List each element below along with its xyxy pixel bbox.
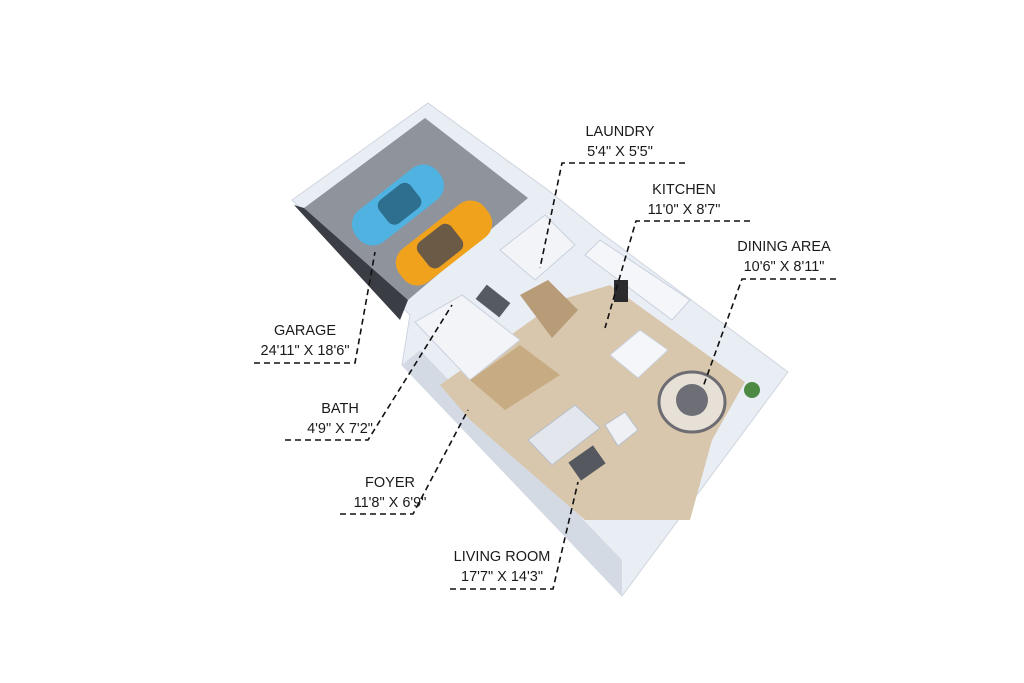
kitchen-island — [609, 329, 669, 379]
bath-leader — [285, 304, 453, 441]
house-side-wall — [402, 350, 622, 596]
room-dims: 11'0" X 8'7" — [647, 202, 721, 218]
room-name: KITCHEN — [652, 182, 716, 198]
room-dims: 17'7" X 14'3" — [461, 569, 543, 585]
armchair — [604, 411, 639, 447]
room-dims: 10'6" X 8'11" — [743, 259, 825, 275]
wood-floor — [440, 285, 745, 520]
sofa — [527, 404, 601, 466]
room-label-garage: GARAGE 24'11" X 18'6" — [261, 321, 350, 361]
living-room-leader — [450, 481, 579, 590]
room-name: FOYER — [365, 475, 415, 491]
room-label-foyer: FOYER 11'8" X 6'9" — [354, 473, 427, 513]
room-label-kitchen: KITCHEN 11'0" X 8'7" — [648, 180, 721, 220]
laundry-room — [499, 214, 576, 281]
room-name: LIVING ROOM — [453, 549, 551, 565]
room-label-bath: BATH 4'9" X 7'2" — [307, 399, 373, 439]
dining-leader — [702, 278, 836, 388]
bath-fixture — [475, 284, 511, 318]
coffee-table — [568, 445, 606, 481]
room-name: GARAGE — [273, 323, 337, 339]
stove — [614, 280, 628, 302]
room-label-living-room: LIVING ROOM 17'7" X 14'3" — [454, 547, 551, 587]
plant — [744, 382, 760, 398]
closet — [520, 280, 578, 338]
laundry-leader — [539, 162, 685, 269]
garage-door — [294, 205, 408, 320]
room-label-dining-area: DINING AREA 10'6" X 8'11" — [737, 237, 830, 277]
room-label-laundry: LAUNDRY 5'4" X 5'5" — [585, 122, 654, 162]
kitchen-leader — [604, 220, 750, 329]
room-name: BATH — [321, 401, 359, 417]
stairs — [470, 345, 560, 410]
room-dims: 24'11" X 18'6" — [260, 343, 350, 359]
bath-room — [414, 294, 521, 381]
orange-car — [395, 200, 493, 286]
room-name: DINING AREA — [737, 239, 831, 255]
room-name: LAUNDRY — [585, 124, 655, 140]
blue-car — [351, 164, 445, 246]
room-dims: 4'9" X 7'2" — [307, 421, 373, 437]
room-dims: 11'8" X 6'9" — [353, 495, 427, 511]
kitchen-counter — [584, 239, 691, 321]
room-dims: 5'4" X 5'5" — [587, 144, 653, 160]
garage-leader — [254, 251, 376, 364]
dining-table — [676, 384, 708, 416]
foyer-leader — [340, 409, 469, 515]
